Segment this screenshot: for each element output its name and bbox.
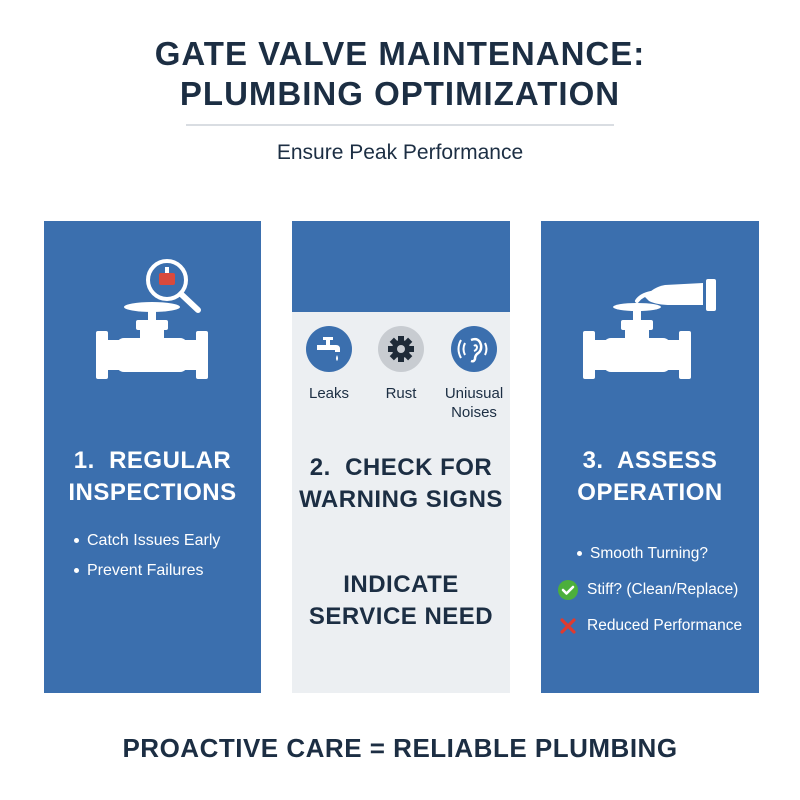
faucet-drip-icon	[306, 326, 352, 372]
panel-warning-signs: Leaks Rust	[292, 221, 510, 693]
bullet-dot	[74, 538, 79, 544]
item-label: Stiff? (Clean/Replace)	[587, 581, 739, 598]
panel-2-heading-line-2: WARNING SIGNS	[299, 486, 503, 513]
bullet-label: Catch Issues Early	[87, 532, 221, 549]
panel-1-heading-line-1: 1. REGULAR	[73, 447, 232, 474]
sign-label-line-2: Noises	[451, 404, 497, 421]
bullet-dot	[74, 568, 79, 574]
panel-3-heading: 3. ASSESS OPERATION	[541, 445, 759, 509]
list-item: Smooth Turning?	[557, 539, 742, 569]
panel-2-header-band	[292, 221, 510, 312]
list-item: Stiff? (Clean/Replace)	[557, 575, 742, 605]
sign-label: Rust	[385, 385, 417, 402]
item-label: Reduced Performance	[587, 617, 743, 634]
footer-tagline: PROACTIVE CARE = RELIABLE PLUMBING	[122, 733, 678, 763]
sign-label: Uniusual Noises	[438, 384, 510, 422]
panel-1-heading-line-2: INSPECTIONS	[68, 479, 237, 506]
list-item: Reduced Performance	[557, 611, 742, 641]
bullet-dot	[577, 551, 582, 557]
x-mark-icon	[560, 618, 576, 634]
ear-sound-icon	[451, 326, 497, 372]
panel-3-heading-line-2: OPERATION	[577, 479, 723, 506]
bullet-label: Prevent Failures	[87, 562, 204, 579]
panel-1-heading: 1. REGULAR INSPECTIONS	[44, 445, 261, 509]
sign-label-line-1: Uniusual	[444, 385, 504, 402]
panel-3-heading-line-1: 3. ASSESS	[582, 447, 718, 474]
service-need-line-1: INDICATE	[343, 571, 459, 598]
sign-leaks: Leaks	[292, 326, 366, 403]
sign-unusual-noises: Uniusual Noises	[438, 326, 510, 422]
check-circle-icon	[558, 579, 578, 600]
gear-icon	[378, 326, 424, 372]
list-item: Catch Issues Early	[74, 526, 220, 556]
panel-assess-operation: 3. ASSESS OPERATION Smooth Turning? Stif…	[541, 221, 759, 693]
service-need-line-2: SERVICE NEED	[308, 603, 494, 630]
panel-2-heading: 2. CHECK FOR WARNING SIGNS	[292, 452, 510, 516]
panel-2-heading-line-1: 2. CHECK FOR	[309, 454, 493, 481]
subtitle: Ensure Peak Performance	[276, 141, 524, 164]
hand-turning-valve-icon	[583, 279, 716, 379]
sign-rust: Rust	[369, 326, 433, 403]
valve-with-magnifier-icon	[96, 259, 208, 379]
panel-3-items: Smooth Turning? Stiff? (Clean/Replace) R…	[557, 539, 742, 641]
item-label: Smooth Turning?	[590, 545, 709, 562]
service-need-note: INDICATE SERVICE NEED	[292, 569, 510, 633]
sign-label: Leaks	[308, 385, 350, 402]
panel-1-bullets: Catch Issues Early Prevent Failures	[74, 526, 220, 586]
title-line-1: GATE VALVE MAINTENANCE:	[154, 35, 646, 72]
title-divider	[186, 124, 614, 126]
page-title: GATE VALVE MAINTENANCE: PLUMBING OPTIMIZ…	[0, 34, 800, 114]
title-line-2: PLUMBING OPTIMIZATION	[179, 75, 621, 112]
panel-regular-inspections: 1. REGULAR INSPECTIONS Catch Issues Earl…	[44, 221, 261, 693]
list-item: Prevent Failures	[74, 556, 220, 586]
